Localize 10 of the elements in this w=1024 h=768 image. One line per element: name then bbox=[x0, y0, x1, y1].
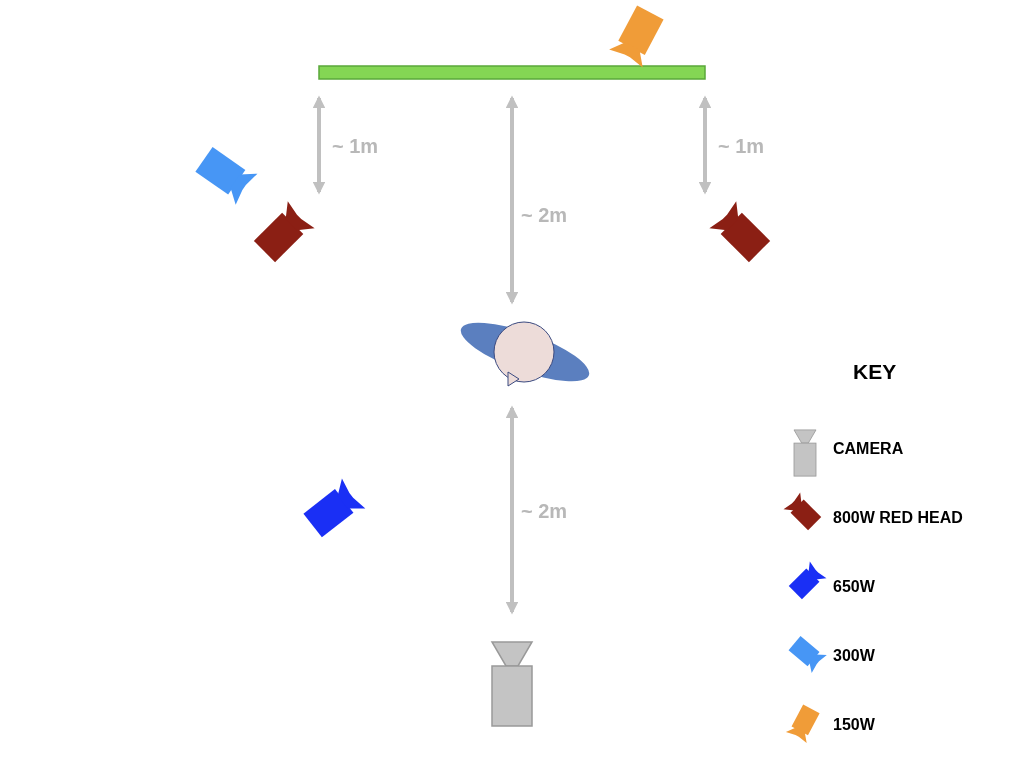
legend-title: KEY bbox=[853, 361, 897, 382]
dimension-label: ~ 2m bbox=[521, 501, 568, 521]
legend-label: CAMERA bbox=[833, 441, 904, 457]
legend-label: 150W bbox=[833, 717, 875, 733]
legend-label: 800W RED HEAD bbox=[833, 510, 963, 526]
legend-label: 300W bbox=[833, 648, 875, 664]
dimension-label: ~ 1m bbox=[332, 136, 379, 156]
dimension-label: ~ 1m bbox=[718, 136, 765, 156]
dimension-label: ~ 2m bbox=[521, 205, 568, 225]
legend-label: 650W bbox=[833, 579, 875, 595]
